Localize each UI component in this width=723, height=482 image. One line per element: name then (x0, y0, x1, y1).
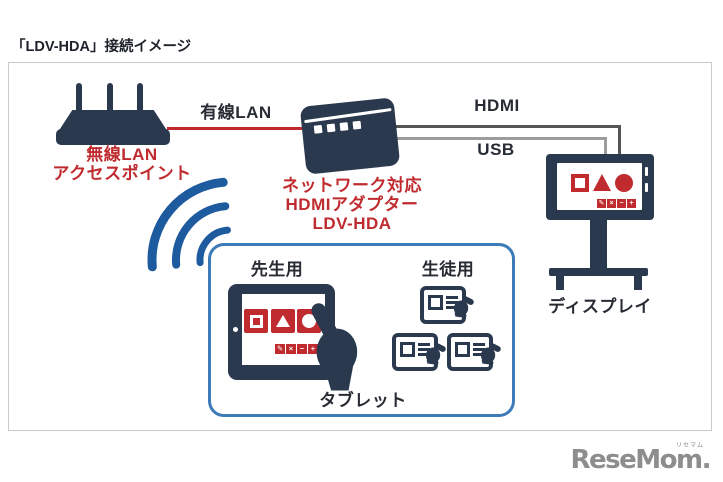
router-label: 無線LAN アクセスポイント (33, 145, 211, 183)
display-stand-base (549, 268, 648, 276)
adapter-port (339, 122, 349, 131)
router-label-line1: 無線LAN (86, 145, 158, 164)
adapter-label-line3: LDV-HDA (312, 214, 392, 233)
close-icon: × (286, 344, 296, 354)
tablet-toolbar: ✎ × − + (275, 344, 318, 354)
student-hand-icon (453, 296, 474, 318)
wifi-waves-icon (147, 177, 231, 272)
hdmi-cable-line (396, 125, 621, 128)
tablet-camera (233, 327, 238, 332)
display-side-button (645, 167, 648, 176)
document-line (418, 353, 430, 356)
square-icon (571, 174, 589, 192)
student-label: 生徒用 (421, 260, 475, 279)
display-label: ディスプレイ (548, 297, 652, 316)
document-line (446, 296, 458, 299)
minus-icon: − (617, 199, 626, 208)
document-square-icon (428, 295, 443, 310)
usb-cable-line (396, 137, 607, 140)
usb-cable-line (604, 137, 607, 158)
document-line (446, 306, 458, 309)
minus-icon: − (297, 344, 307, 354)
adapter-port (326, 123, 336, 133)
student-tablet (447, 333, 501, 371)
usb-label: USB (477, 140, 515, 159)
router-antenna (107, 83, 113, 116)
triangle-button (271, 309, 295, 333)
hdmi-adapter-icon (299, 97, 401, 175)
display-side-button (645, 183, 648, 192)
wired-lan-label: 有線LAN (200, 103, 272, 122)
logo-ruby: リセマム (675, 443, 704, 449)
adapter-port (352, 120, 362, 130)
hdmi-label: HDMI (474, 96, 520, 115)
close-icon: × (607, 199, 616, 208)
square-button (244, 309, 268, 333)
document-square-icon (455, 342, 470, 357)
adapter-label-line1: ネットワーク対応 (282, 176, 422, 195)
router-antenna (137, 83, 143, 116)
wired-lan-line (167, 127, 309, 130)
document-line (473, 343, 485, 346)
document-line (418, 343, 430, 346)
circle-icon (615, 174, 633, 192)
router-antenna (76, 83, 82, 116)
triangle-icon (276, 315, 290, 327)
display-stand-foot (556, 276, 564, 290)
resemom-logo: リセマム ReseMom. (571, 442, 714, 478)
teacher-hand-icon (311, 303, 358, 391)
router-body (58, 110, 168, 132)
page-title: 「LDV-HDA」接続イメージ (11, 39, 192, 55)
document-line (473, 353, 485, 356)
router-base (56, 129, 170, 145)
router-label-line2: アクセスポイント (52, 163, 192, 183)
adapter-label-line2: HDMIアダプター (285, 195, 419, 214)
document-square-icon (400, 342, 415, 357)
plus-icon: + (627, 199, 636, 208)
tablet-caption: タブレット (319, 391, 407, 410)
student-hand-icon (480, 343, 501, 365)
display-toolbar: ✎ × − + (597, 199, 636, 208)
pencil-icon: ✎ (597, 199, 606, 208)
document-line (473, 348, 485, 351)
triangle-icon (593, 174, 611, 191)
document-line (418, 348, 430, 351)
display-stand-foot (634, 276, 642, 290)
adapter-port (313, 124, 323, 134)
teacher-tablet: ✎ × − + (228, 284, 335, 380)
square-icon (249, 314, 263, 328)
student-tablet (392, 333, 446, 371)
plus-icon: + (308, 344, 318, 354)
circle-icon (302, 314, 316, 328)
student-tablet (420, 286, 474, 324)
logo-text: ReseMom. (570, 445, 712, 475)
adapter-label: ネットワーク対応 HDMIアダプター LDV-HDA (268, 176, 436, 233)
display-stand-pole (590, 220, 607, 270)
pencil-icon: ✎ (275, 344, 285, 354)
student-hand-icon (425, 343, 446, 365)
document-line (446, 301, 458, 304)
hdmi-cable-line (618, 125, 621, 158)
teacher-label: 先生用 (250, 260, 304, 279)
